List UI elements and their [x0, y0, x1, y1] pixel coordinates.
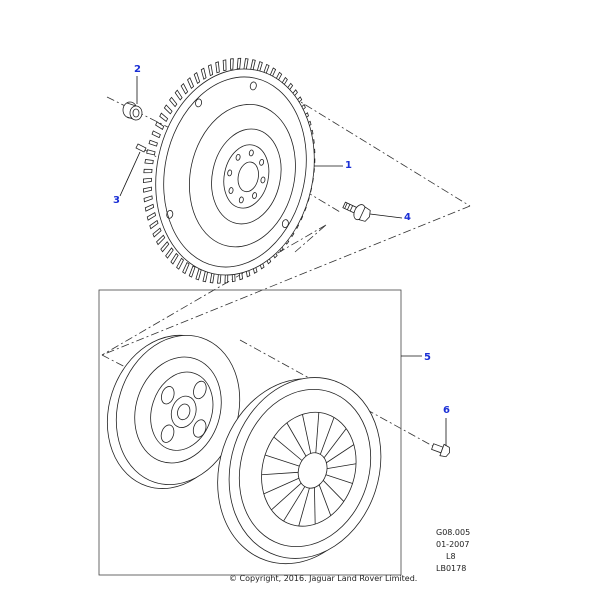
gear-tooth	[146, 212, 157, 221]
gear-tooth	[146, 149, 156, 156]
dowel-hole	[249, 81, 257, 91]
callout-2[interactable]: 2	[134, 64, 141, 75]
diaphragm-finger	[283, 486, 306, 522]
gear-tooth	[144, 203, 155, 212]
diaphragm-finger	[302, 414, 312, 454]
gear-tooth	[143, 195, 153, 203]
bolt-hole	[238, 196, 244, 204]
gear-tooth	[174, 89, 183, 101]
gear-tooth	[243, 58, 249, 70]
reference-illustration: LB0178	[436, 564, 467, 573]
diaphragm-finger	[264, 454, 300, 467]
gear-tooth	[160, 241, 170, 253]
gear-tooth	[176, 257, 184, 270]
gear-tooth	[187, 77, 195, 89]
damper-spring	[160, 424, 175, 443]
gear-tooth	[200, 67, 207, 80]
callout-1[interactable]: 1	[345, 160, 352, 171]
gear-tooth	[148, 139, 158, 147]
diaphragm-finger	[263, 477, 300, 495]
gear-tooth	[222, 59, 227, 72]
damper-spring	[161, 386, 175, 405]
gear-tooth	[156, 234, 166, 246]
gear-tooth	[152, 227, 162, 238]
gear-tooth	[215, 61, 220, 74]
gear-tooth	[155, 121, 165, 130]
gear-tooth	[169, 96, 178, 108]
damper-spring	[193, 380, 207, 400]
gear-tooth	[163, 104, 173, 115]
gear-tooth	[202, 270, 209, 283]
gear-tooth	[207, 64, 214, 77]
gear-tooth	[230, 58, 234, 70]
bolt-hole	[248, 149, 254, 157]
diaphragm-finger	[261, 471, 299, 476]
diaphragm-finger	[298, 487, 310, 527]
reference-date: 01-2007	[436, 540, 470, 549]
gear-tooth	[236, 57, 242, 70]
gear-tooth	[142, 177, 152, 184]
gear-tooth	[149, 219, 159, 230]
pressure-plate	[217, 377, 382, 565]
dowel-hole	[166, 210, 174, 219]
callout-4[interactable]: 4	[404, 212, 411, 223]
gear-tooth	[193, 72, 201, 85]
diaphragm-finger	[322, 480, 345, 502]
cover-bolt	[431, 443, 450, 458]
clutch-disc	[106, 334, 241, 489]
bolt-hole	[228, 187, 234, 194]
bolt-hole	[227, 169, 233, 177]
callout-3[interactable]: 3	[113, 195, 120, 206]
copyright: © Copyright, 2016. Jaguar Land Rover Lim…	[229, 574, 418, 583]
gear-tooth	[142, 186, 152, 193]
callout-5[interactable]: 5	[424, 352, 431, 363]
reference-code: G08.005	[436, 528, 471, 537]
gear-tooth	[151, 130, 161, 139]
leader-lines	[119, 76, 447, 446]
diaphragm-finger	[323, 428, 347, 459]
diaphragm-finger	[318, 484, 332, 516]
gear-tooth	[159, 112, 169, 123]
diaphragm-finger	[315, 412, 320, 453]
gear-tooth	[180, 82, 189, 95]
diaphragm-finger	[327, 463, 357, 470]
gear-tooth	[195, 268, 202, 281]
callout-6[interactable]: 6	[443, 405, 450, 416]
gear-tooth	[188, 265, 196, 278]
flywheel	[142, 57, 316, 284]
gear-tooth	[170, 252, 179, 265]
diaphragm-finger	[325, 474, 353, 484]
diaphragm-finger	[314, 487, 316, 525]
diaphragm-finger	[326, 444, 355, 464]
diaphragm-finger	[271, 482, 302, 511]
diaphragm-finger	[286, 422, 307, 457]
gear-tooth	[165, 247, 174, 259]
flywheel-bolt	[342, 201, 371, 222]
diaphragm-finger	[273, 436, 303, 461]
bolt-hole	[260, 176, 266, 184]
reference-model: L8	[446, 552, 456, 561]
damper-spring	[192, 419, 207, 438]
dowel-hole	[281, 219, 289, 228]
bolt-hole	[235, 153, 241, 161]
dowel	[135, 143, 147, 153]
bush	[122, 101, 143, 121]
clutch-kit-box	[98, 289, 402, 576]
gear-tooth	[144, 158, 154, 165]
bolt-hole	[252, 192, 258, 199]
diaphragm-finger	[319, 417, 335, 455]
gear-tooth	[182, 262, 190, 275]
bolt-hole	[259, 158, 265, 166]
gear-tooth	[143, 168, 153, 174]
dowel-hole	[195, 98, 203, 108]
